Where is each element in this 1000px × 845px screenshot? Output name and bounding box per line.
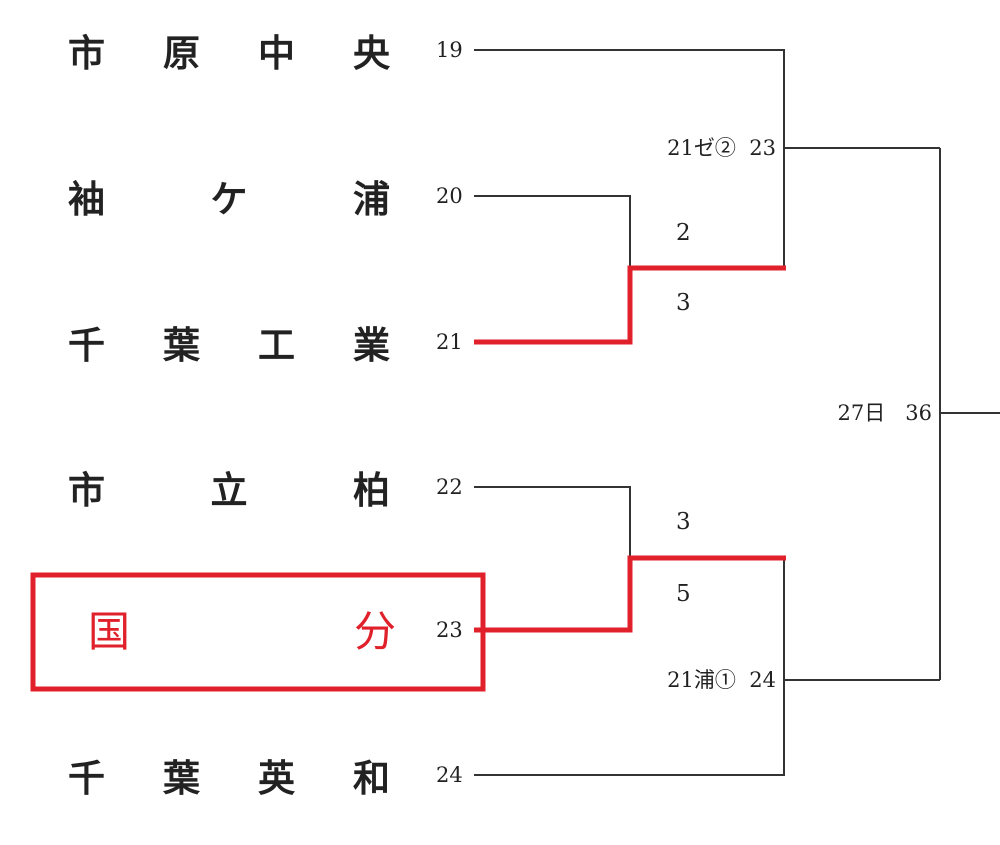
seed-number: 20 [436,184,463,208]
match-36-label: 27日 36 [838,401,933,425]
team-kokubun: 国分 [88,606,396,656]
seed-number: 24 [436,763,463,787]
team-char: 英 [258,757,295,800]
team-ichihara-chuo: 市原中央 [68,28,390,75]
seed-number: 23 [436,618,463,642]
score-top: 3 [676,509,691,535]
score-bottom: 3 [676,290,691,316]
team-char: 央 [353,32,390,75]
score-bottom: 5 [676,581,691,607]
seed-number: 21 [436,330,463,354]
team-char: 市 [68,32,105,75]
team-chiba-kogyo: 千葉工業 [68,320,390,367]
score-top: 2 [676,220,691,246]
team-char: 柏 [353,469,390,512]
team-char: 工 [258,324,295,367]
match-number: 36 [905,401,932,425]
match-number: 24 [749,668,776,692]
team-char: 葉 [163,324,200,367]
team-shiritsu-kashiwa: 市立柏 [68,465,390,512]
team-char: 千 [68,757,105,800]
winner-path-23 [474,555,786,633]
line-24 [474,558,785,776]
team-char: 原 [163,32,200,75]
team-char: 市 [68,469,105,512]
match-number: 23 [749,136,776,160]
team-sodegaura: 袖ケ浦 [68,174,390,221]
team-char: 分 [353,606,396,656]
match-date: 21浦① [667,668,736,692]
seed-number: 22 [436,475,463,499]
team-char: 国 [88,606,131,656]
team-char: 業 [353,324,390,367]
team-char: 立 [210,469,248,512]
line-20 [474,195,631,268]
line-22 [474,486,631,558]
team-char: 浦 [353,178,390,221]
team-char: 千 [68,324,105,367]
team-chiba-eiwa: 千葉英和 [68,753,390,800]
match-23-label: 21ゼ② 23 [667,136,776,160]
match-24-label: 21浦① 24 [667,668,776,692]
team-char: 袖 [68,178,105,221]
team-char: ケ [210,178,248,221]
highlight-box [30,572,486,692]
team-char: 中 [258,32,295,75]
team-char: 和 [353,757,390,800]
winner-path-21 [474,265,786,345]
line-m23 [783,147,940,268]
team-char: 葉 [163,757,200,800]
match-date: 21ゼ② [667,136,736,160]
match-date: 27日 [837,401,886,425]
seed-number: 19 [436,38,463,62]
